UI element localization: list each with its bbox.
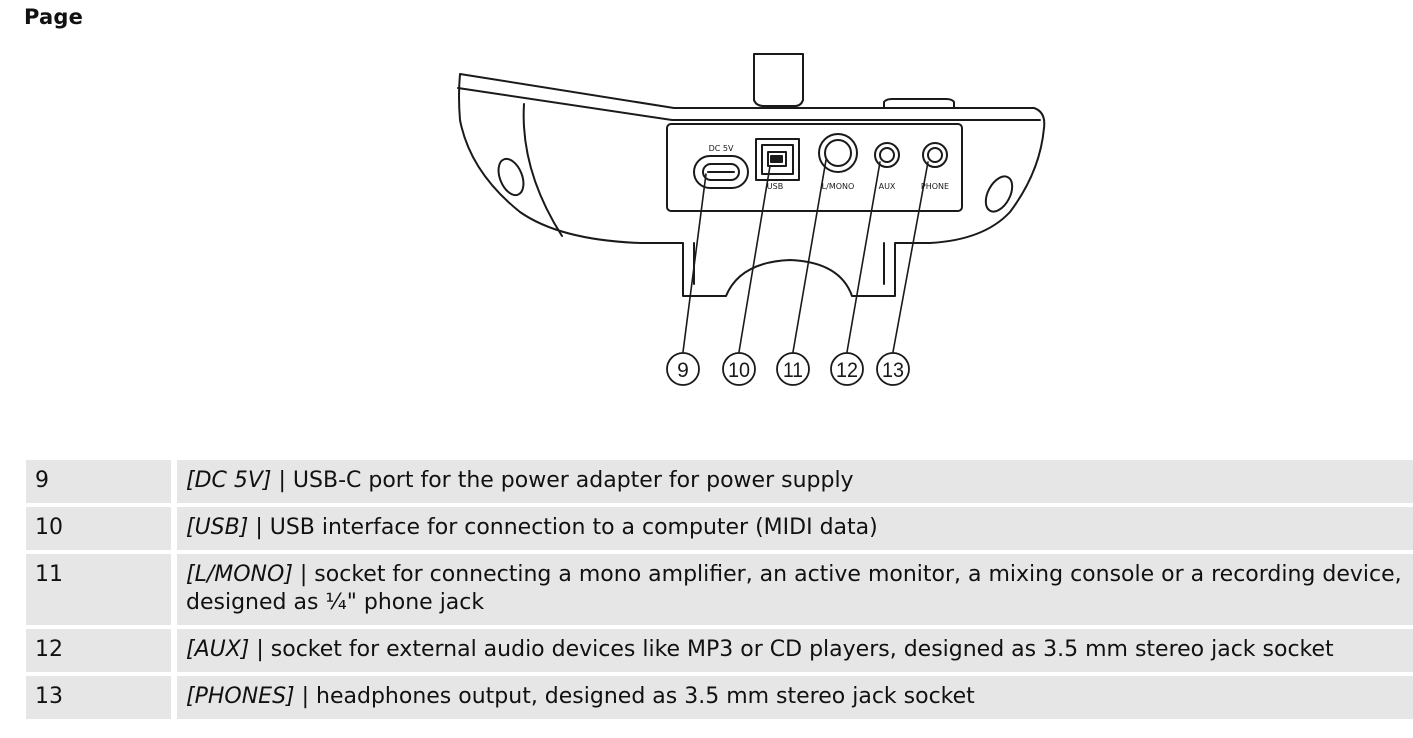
port-label-usb: USB — [767, 182, 783, 191]
table-row: 12 [AUX] | socket for external audio dev… — [26, 629, 1413, 676]
row-number: 10 — [26, 507, 177, 554]
port-label-aux: AUX — [879, 182, 896, 191]
row-description: [PHONES] | headphones output, designed a… — [177, 676, 1413, 723]
row-label: [AUX] — [186, 637, 250, 662]
table-row: 13 [PHONES] | headphones output, designe… — [26, 676, 1413, 723]
callout-number: 9 — [677, 359, 689, 382]
callout-number: 12 — [836, 359, 858, 382]
row-label: [DC 5V] — [186, 468, 272, 493]
row-text: | socket for connecting a mono amplifier… — [186, 562, 1402, 615]
row-text: | USB interface for connection to a comp… — [248, 515, 878, 540]
row-label: [USB] — [186, 515, 249, 540]
connector-panel — [666, 123, 963, 212]
usb-b-port — [755, 138, 800, 181]
row-number: 11 — [26, 554, 177, 629]
aux-jack — [874, 142, 900, 168]
row-text: | USB-C port for the power adapter for p… — [271, 468, 854, 493]
callout-number: 13 — [882, 359, 904, 382]
row-text: | socket for external audio devices like… — [249, 637, 1334, 662]
table-row: 10 [USB] | USB interface for connection … — [26, 507, 1413, 554]
connections-table: 9 [DC 5V] | USB-C port for the power ada… — [26, 460, 1413, 723]
port-label-lmono: L/MONO — [822, 182, 855, 191]
row-number: 13 — [26, 676, 177, 723]
device-rear-panel-diagram: DC 5V USB L/MONO AUX PHONE 9 10 11 12 13 — [457, 53, 1046, 386]
lmono-jack — [818, 133, 858, 173]
row-description: [USB] | USB interface for connection to … — [177, 507, 1413, 554]
row-number: 12 — [26, 629, 177, 676]
left-mount-hole — [497, 157, 525, 197]
port-label-dc: DC 5V — [709, 144, 734, 153]
row-description: [AUX] | socket for external audio device… — [177, 629, 1413, 676]
device-body-outline — [458, 73, 1046, 297]
usb-c-port — [693, 155, 749, 189]
callout-circles — [666, 352, 910, 386]
page-heading: Page — [24, 5, 84, 29]
row-description: [L/MONO] | socket for connecting a mono … — [177, 554, 1413, 629]
callout-number: 10 — [728, 359, 750, 382]
row-text: | headphones output, designed as 3.5 mm … — [294, 684, 975, 709]
row-label: [PHONES] — [186, 684, 295, 709]
table-row: 9 [DC 5V] | USB-C port for the power ada… — [26, 460, 1413, 507]
right-mount-hole — [984, 175, 1014, 213]
port-label-phone: PHONE — [921, 182, 949, 191]
callout-number: 11 — [783, 359, 803, 382]
top-tab — [753, 53, 804, 107]
phone-jack — [922, 142, 948, 168]
row-label: [L/MONO] — [186, 562, 293, 587]
small-top-tab — [883, 98, 955, 109]
row-description: [DC 5V] | USB-C port for the power adapt… — [177, 460, 1413, 507]
callout-leaders — [682, 159, 929, 353]
table-row: 11 [L/MONO] | socket for connecting a mo… — [26, 554, 1413, 629]
row-number: 9 — [26, 460, 177, 507]
